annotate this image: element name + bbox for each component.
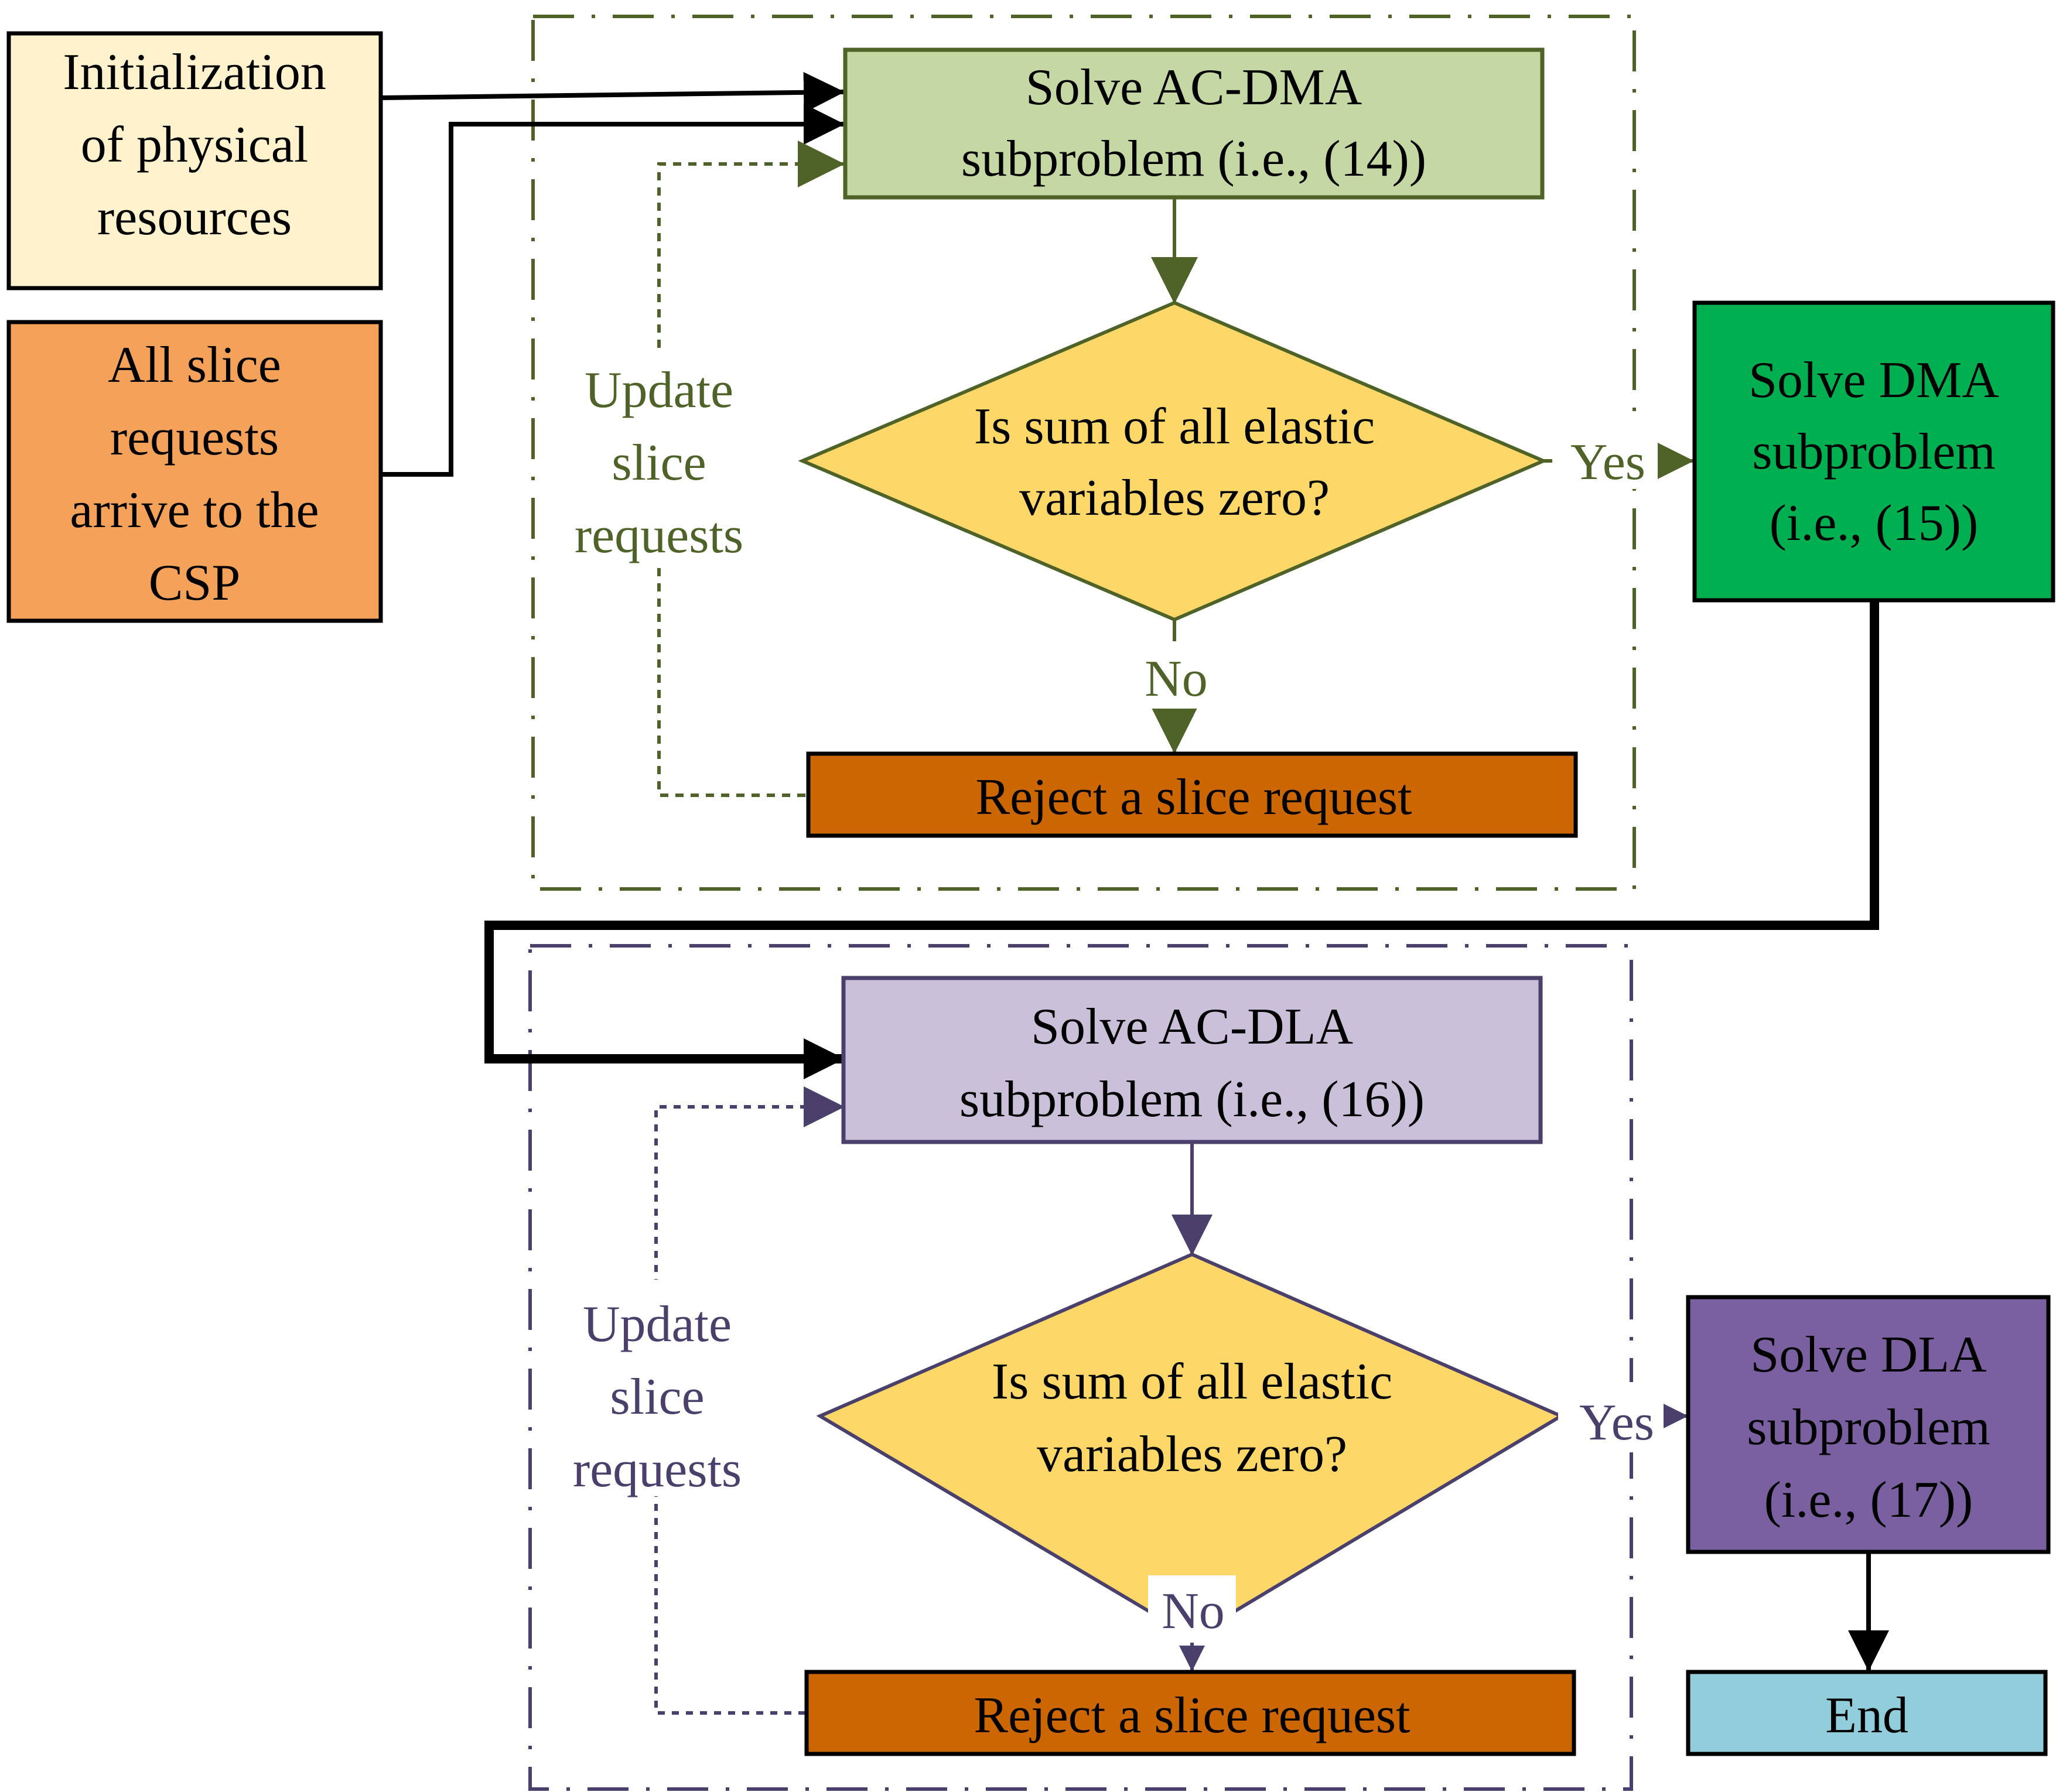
reject2-box	[804, 1670, 1576, 1756]
reject1-label: Reject a slice request	[975, 769, 1412, 826]
decision2-no-label: No	[1162, 1583, 1225, 1640]
dla-box	[1686, 1295, 2051, 1554]
acdla-box	[841, 976, 1543, 1144]
init-box	[6, 31, 383, 290]
no2-label-bg	[1148, 1575, 1236, 1643]
edge-slice-requests-to-acdma	[381, 104, 845, 477]
decision1-no-label: No	[1145, 651, 1208, 707]
yes1-label-bg	[1552, 419, 1658, 489]
edge-dma-to-acdla	[484, 600, 1879, 1079]
update1-label-bg	[554, 351, 759, 568]
end-label: End	[1825, 1687, 1908, 1744]
end-box	[1686, 1670, 2048, 1756]
reject2-label: Reject a slice request	[974, 1687, 1410, 1744]
update2-label-bg	[554, 1280, 759, 1496]
no1-label-bg	[1131, 641, 1218, 709]
decision2-yes-label: Yes	[1579, 1394, 1654, 1451]
slice-requests-box	[6, 320, 383, 623]
reject1-box	[806, 751, 1578, 838]
acdma-box	[843, 47, 1545, 200]
dma-box	[1692, 300, 2055, 603]
decision1-yes-label: Yes	[1570, 434, 1645, 491]
decision1-diamond	[798, 300, 1548, 622]
yes2-label-bg	[1558, 1382, 1664, 1452]
stage2-group-frame	[528, 944, 1633, 1791]
edge-init-to-acdma	[380, 71, 845, 113]
